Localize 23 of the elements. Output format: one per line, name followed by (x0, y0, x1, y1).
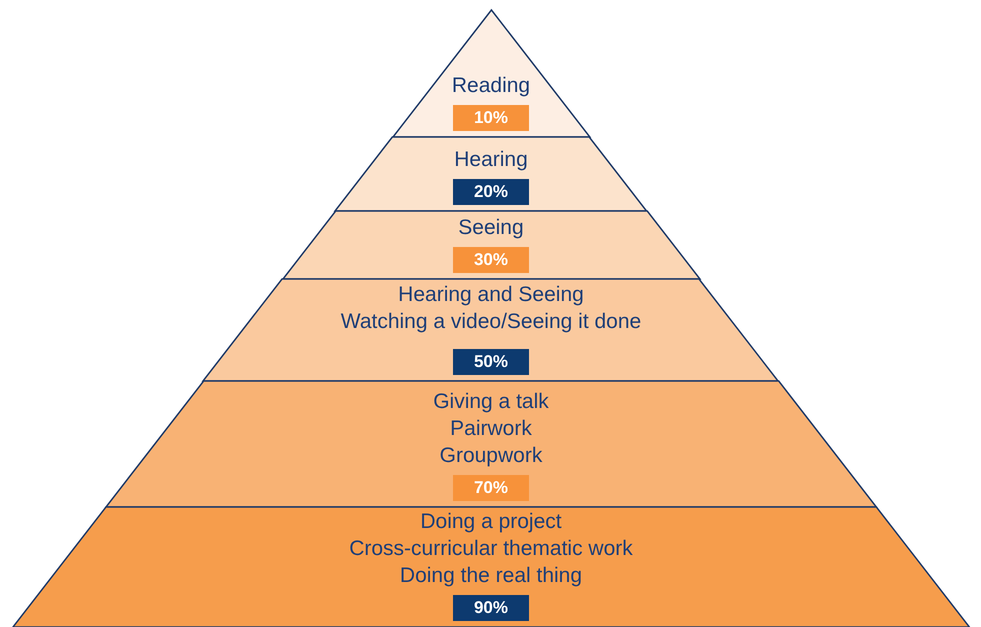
tier-label: Hearing and Seeing (398, 282, 584, 308)
tier-label: Doing the real thing (400, 563, 582, 589)
percentage-badge: 90% (452, 595, 529, 621)
pyramid-tier (282, 211, 700, 279)
pyramid-tier (335, 137, 647, 211)
percentage-badge: 10% (452, 105, 529, 131)
tier-label: Hearing (454, 147, 528, 173)
pyramid-tier (392, 10, 590, 137)
percentage-badge: 50% (452, 349, 529, 375)
percentage-badge: 30% (452, 247, 529, 273)
pyramid-tier (106, 381, 876, 507)
tier-label: Doing a project (420, 509, 562, 535)
pyramid-tier (203, 279, 779, 381)
tier-label: Pairwork (450, 416, 532, 442)
pyramid-tier (12, 507, 970, 627)
tier-label: Cross-curricular thematic work (349, 536, 633, 562)
tier-label: Seeing (458, 215, 524, 241)
tier-label: Reading (452, 73, 530, 99)
tier-label: Watching a video/Seeing it done (340, 309, 642, 335)
percentage-badge: 70% (452, 475, 529, 501)
percentage-badge: 20% (452, 179, 529, 205)
tier-label: Groupwork (440, 443, 542, 469)
tier-label: Giving a talk (433, 389, 549, 415)
